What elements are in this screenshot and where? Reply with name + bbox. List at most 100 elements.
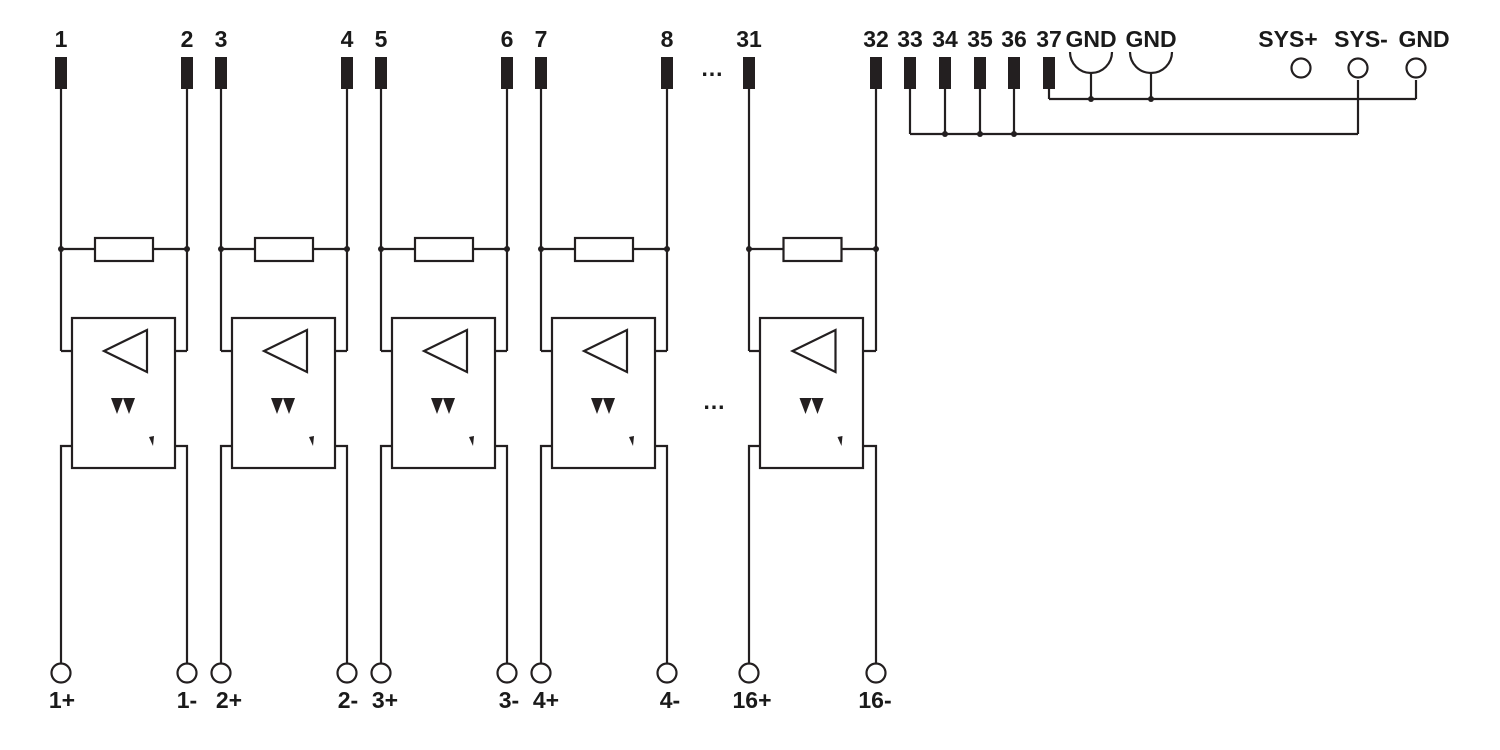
resistor xyxy=(782,236,843,263)
junction-dot xyxy=(218,246,224,252)
junction-dot xyxy=(538,246,544,252)
gnd-label-1: GND xyxy=(1065,26,1116,52)
terminal-label-1-minus: 1- xyxy=(177,687,197,713)
junction-dot xyxy=(1148,96,1154,102)
pin-3-a xyxy=(375,57,387,89)
pin-label-3: 3 xyxy=(215,26,228,52)
sys-plus-label: SYS+ xyxy=(1258,26,1317,52)
pin-34 xyxy=(939,57,951,89)
ellipsis-top: … xyxy=(701,55,724,81)
terminal-label-4-minus: 4- xyxy=(660,687,680,713)
junction-dot xyxy=(977,131,983,137)
terminal-2-minus xyxy=(336,662,358,684)
diode xyxy=(421,328,469,374)
pin-label-36: 36 xyxy=(1001,26,1027,52)
terminal-3-minus xyxy=(496,662,518,684)
terminal-1-plus xyxy=(50,662,72,684)
pin-2-b xyxy=(341,57,353,89)
junction-dot xyxy=(1088,96,1094,102)
pin-label-5: 5 xyxy=(375,26,388,52)
terminal-4-minus xyxy=(656,662,678,684)
pin-37 xyxy=(1043,57,1055,89)
sys-minus-label: SYS- xyxy=(1334,26,1388,52)
pin-16-b xyxy=(870,57,882,89)
optocoupler-box xyxy=(550,316,657,470)
pin-1-a xyxy=(55,57,67,89)
pin-label-32: 32 xyxy=(863,26,889,52)
emitter-arrow xyxy=(149,436,154,446)
sys-gnd-label: GND xyxy=(1398,26,1449,52)
pin-4-b xyxy=(661,57,673,89)
light-arrow xyxy=(123,398,135,414)
pin-2-a xyxy=(215,57,227,89)
terminal-label-1-plus: 1+ xyxy=(49,687,75,713)
terminal-1-minus xyxy=(176,662,198,684)
junction-dot xyxy=(873,246,879,252)
terminal-label-16-minus: 16- xyxy=(858,687,891,713)
junction-dot xyxy=(344,246,350,252)
diode xyxy=(789,328,837,374)
diode xyxy=(581,328,629,374)
terminal-16-minus xyxy=(865,662,887,684)
pin-label-31: 31 xyxy=(736,26,762,52)
pin-3-b xyxy=(501,57,513,89)
terminal-label-16-plus: 16+ xyxy=(732,687,771,713)
pin-35 xyxy=(974,57,986,89)
light-arrow xyxy=(271,398,283,414)
pin-label-2: 2 xyxy=(181,26,194,52)
junction-dot xyxy=(942,131,948,137)
terminal-label-3-minus: 3- xyxy=(499,687,519,713)
light-arrow xyxy=(811,398,824,414)
gnd-label-2: GND xyxy=(1125,26,1176,52)
light-arrow xyxy=(799,398,812,414)
sys-minus-terminal xyxy=(1347,57,1369,79)
light-arrow xyxy=(111,398,123,414)
pin-label-33: 33 xyxy=(897,26,923,52)
light-arrow xyxy=(283,398,295,414)
junction-dot xyxy=(746,246,752,252)
pin-label-6: 6 xyxy=(501,26,514,52)
junction-dot xyxy=(664,246,670,252)
pin-label-7: 7 xyxy=(535,26,548,52)
ground-symbol-2 xyxy=(1128,51,1174,75)
terminal-label-3-plus: 3+ xyxy=(372,687,398,713)
emitter-arrow xyxy=(309,436,314,446)
pin-16-a xyxy=(743,57,755,89)
sys-plus-terminal xyxy=(1290,57,1312,79)
resistor xyxy=(573,236,635,263)
pin-33 xyxy=(904,57,916,89)
diode xyxy=(261,328,309,374)
ellipsis-middle: … xyxy=(703,388,726,414)
pin-4-a xyxy=(535,57,547,89)
light-arrow xyxy=(591,398,603,414)
ground-symbol-1 xyxy=(1068,51,1114,75)
junction-dot xyxy=(1011,131,1017,137)
terminal-2-plus xyxy=(210,662,232,684)
pin-1-b xyxy=(181,57,193,89)
emitter-arrow xyxy=(469,436,474,446)
light-arrow xyxy=(443,398,455,414)
terminal-16-plus xyxy=(738,662,760,684)
emitter-arrow xyxy=(629,436,634,446)
pin-label-35: 35 xyxy=(967,26,993,52)
terminal-4-plus xyxy=(530,662,552,684)
light-arrow xyxy=(603,398,615,414)
terminal-label-4-plus: 4+ xyxy=(533,687,559,713)
resistor xyxy=(413,236,475,263)
terminal-3-plus xyxy=(370,662,392,684)
junction-dot xyxy=(504,246,510,252)
pin-label-8: 8 xyxy=(661,26,674,52)
resistor xyxy=(253,236,315,263)
pin-label-1: 1 xyxy=(55,26,68,52)
pin-36 xyxy=(1008,57,1020,89)
terminal-label-2-plus: 2+ xyxy=(216,687,242,713)
pin-label-4: 4 xyxy=(341,26,354,52)
junction-dot xyxy=(378,246,384,252)
terminal-label-2-minus: 2- xyxy=(338,687,358,713)
emitter-arrow xyxy=(837,436,843,446)
pin-label-37: 37 xyxy=(1036,26,1062,52)
junction-dot xyxy=(58,246,64,252)
diode xyxy=(101,328,149,374)
